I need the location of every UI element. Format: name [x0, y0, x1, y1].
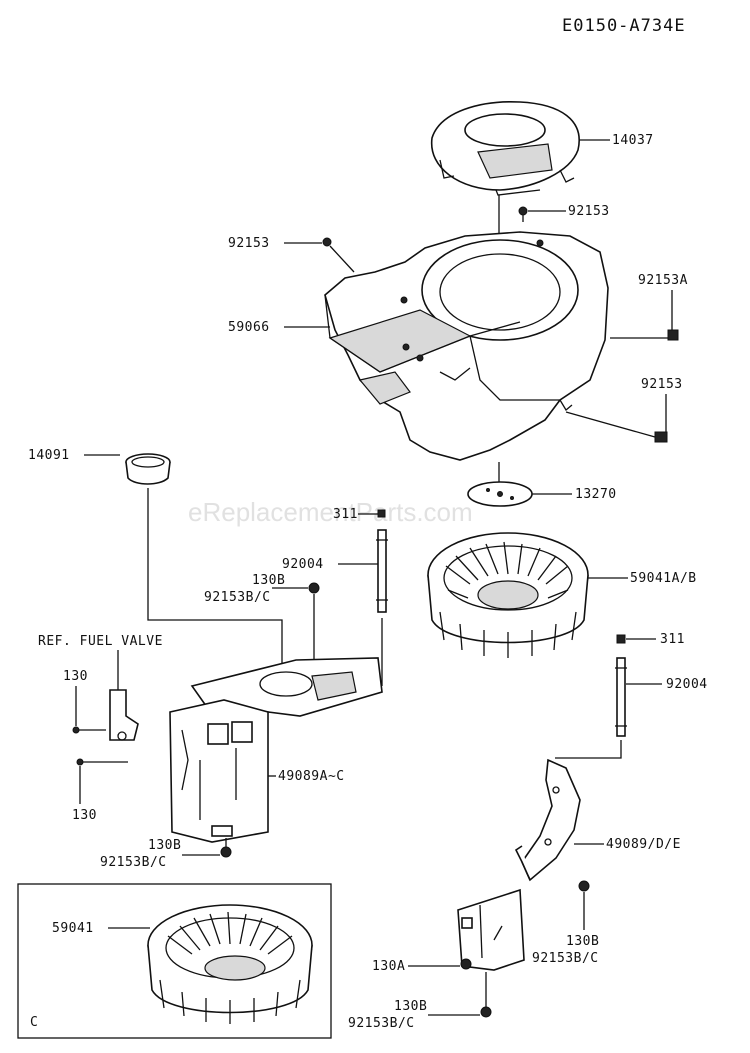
callout-92153-lower-right: 92153	[641, 377, 683, 392]
callout-49089-D-E: 49089/D/E	[606, 837, 681, 852]
bolt-icon	[76, 758, 128, 766]
callout-92153BC-right: 92153B/C	[532, 951, 599, 966]
bolt-icon	[460, 958, 472, 970]
diagram-code: E0150-A734E	[562, 16, 686, 36]
callout-130B-right: 130B	[566, 934, 599, 949]
stud-left	[376, 529, 388, 613]
fuel-valve-bracket	[109, 689, 139, 741]
callout-92153A: 92153A	[638, 273, 688, 288]
callout-130B-left: 130B	[252, 573, 285, 588]
plate-disc	[467, 481, 533, 507]
callout-311-left: 311	[333, 507, 358, 522]
callout-ref-fuel-valve: REF. FUEL VALVE	[38, 634, 163, 649]
callout-59041: 59041	[52, 921, 94, 936]
bolt-icon	[565, 411, 668, 443]
callout-92153BC-bottom: 92153B/C	[348, 1016, 415, 1031]
cooling-cover-top	[430, 101, 580, 196]
bolt-icon	[220, 846, 232, 858]
callout-311-right: 311	[660, 632, 685, 647]
callout-92004-left: 92004	[282, 557, 324, 572]
callout-92153BC-left: 92153B/C	[204, 590, 271, 605]
watermark: eReplacementParts.com	[188, 497, 473, 527]
bolt-icon	[578, 880, 590, 892]
bolt-icon	[480, 1006, 492, 1018]
callout-92004-right: 92004	[666, 677, 708, 692]
callout-130B-cover-left: 130B	[148, 838, 181, 853]
callout-49089A-C: 49089A~C	[278, 769, 345, 784]
callout-92153-top-left: 92153	[228, 236, 270, 251]
callout-130-bottom: 130	[72, 808, 97, 823]
bolt-icon	[308, 582, 320, 594]
callout-14091: 14091	[28, 448, 70, 463]
callout-14037: 14037	[612, 133, 654, 148]
callout-59041AB: 59041A/B	[630, 571, 697, 586]
callout-130A: 130A	[372, 959, 405, 974]
callout-59066: 59066	[228, 320, 270, 335]
cover-right	[457, 758, 581, 971]
blower-housing	[324, 231, 609, 461]
bolt-icon	[72, 726, 106, 734]
cooling-fan-main	[427, 532, 589, 658]
collar-ring	[125, 453, 171, 485]
callout-130-top: 130	[63, 669, 88, 684]
stud-right	[615, 657, 627, 737]
spacer-icon	[616, 634, 626, 644]
bolt-icon	[610, 329, 679, 341]
spacer-icon	[377, 509, 386, 518]
cooling-fan-inset	[147, 904, 313, 1024]
bolt-icon	[322, 237, 355, 273]
callout-13270: 13270	[575, 487, 617, 502]
callout-92153BC-cover-left: 92153B/C	[100, 855, 167, 870]
inset-tag: C	[30, 1015, 38, 1030]
cover-left	[169, 657, 383, 843]
inset-box	[17, 883, 332, 1039]
bolt-icon	[518, 206, 528, 222]
callout-130B-bottom: 130B	[394, 999, 427, 1014]
callout-92153-top-right: 92153	[568, 204, 610, 219]
